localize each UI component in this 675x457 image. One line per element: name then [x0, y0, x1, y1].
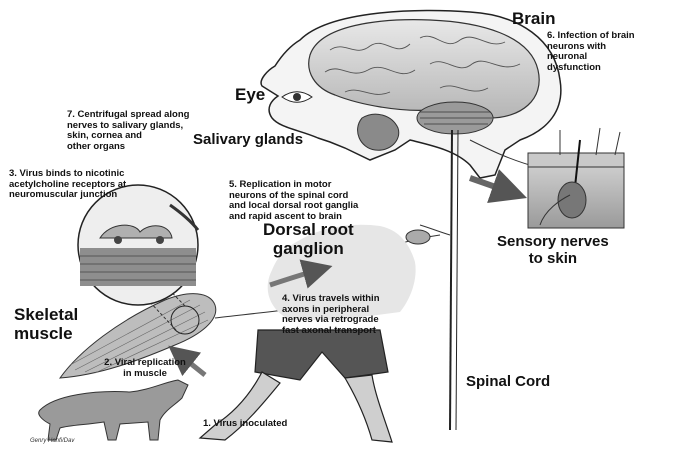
dorsal-root-ganglion-label: Dorsal root ganglion — [263, 220, 354, 258]
skin-block — [528, 128, 624, 228]
brain-label: Brain — [512, 9, 555, 29]
step-4-text: 4. Virus travels within axons in periphe… — [282, 294, 380, 336]
step-7-text: 7. Centrifugal spread along nerves to sa… — [67, 110, 189, 152]
dog-silhouette — [39, 380, 188, 440]
skeletal-muscle-label: Skeletal muscle — [14, 305, 78, 343]
artist-signature: Genry Hanfi/Dav — [30, 438, 74, 444]
ganglion-shape — [406, 230, 430, 244]
shorts — [255, 330, 388, 380]
step-6-text: 6. Infection of brain neurons with neuro… — [547, 31, 635, 73]
spinal-cord-line — [450, 130, 452, 430]
step-5-text: 5. Replication in motor neurons of the s… — [229, 180, 358, 222]
nmj-magnified — [78, 185, 198, 305]
spinal-cord-label: Spinal Cord — [466, 373, 550, 390]
step-1-text: 1. Virus inoculated — [203, 419, 287, 430]
step-3-text: 3. Virus binds to nicotinic acetylcholin… — [9, 169, 126, 201]
salivary-glands-label: Salivary glands — [193, 131, 303, 148]
eye-label: Eye — [235, 85, 265, 105]
legs — [200, 372, 392, 442]
step-2-text: 2. Viral replication in muscle — [95, 358, 195, 379]
sensory-nerves-label: Sensory nerves to skin — [497, 233, 609, 267]
